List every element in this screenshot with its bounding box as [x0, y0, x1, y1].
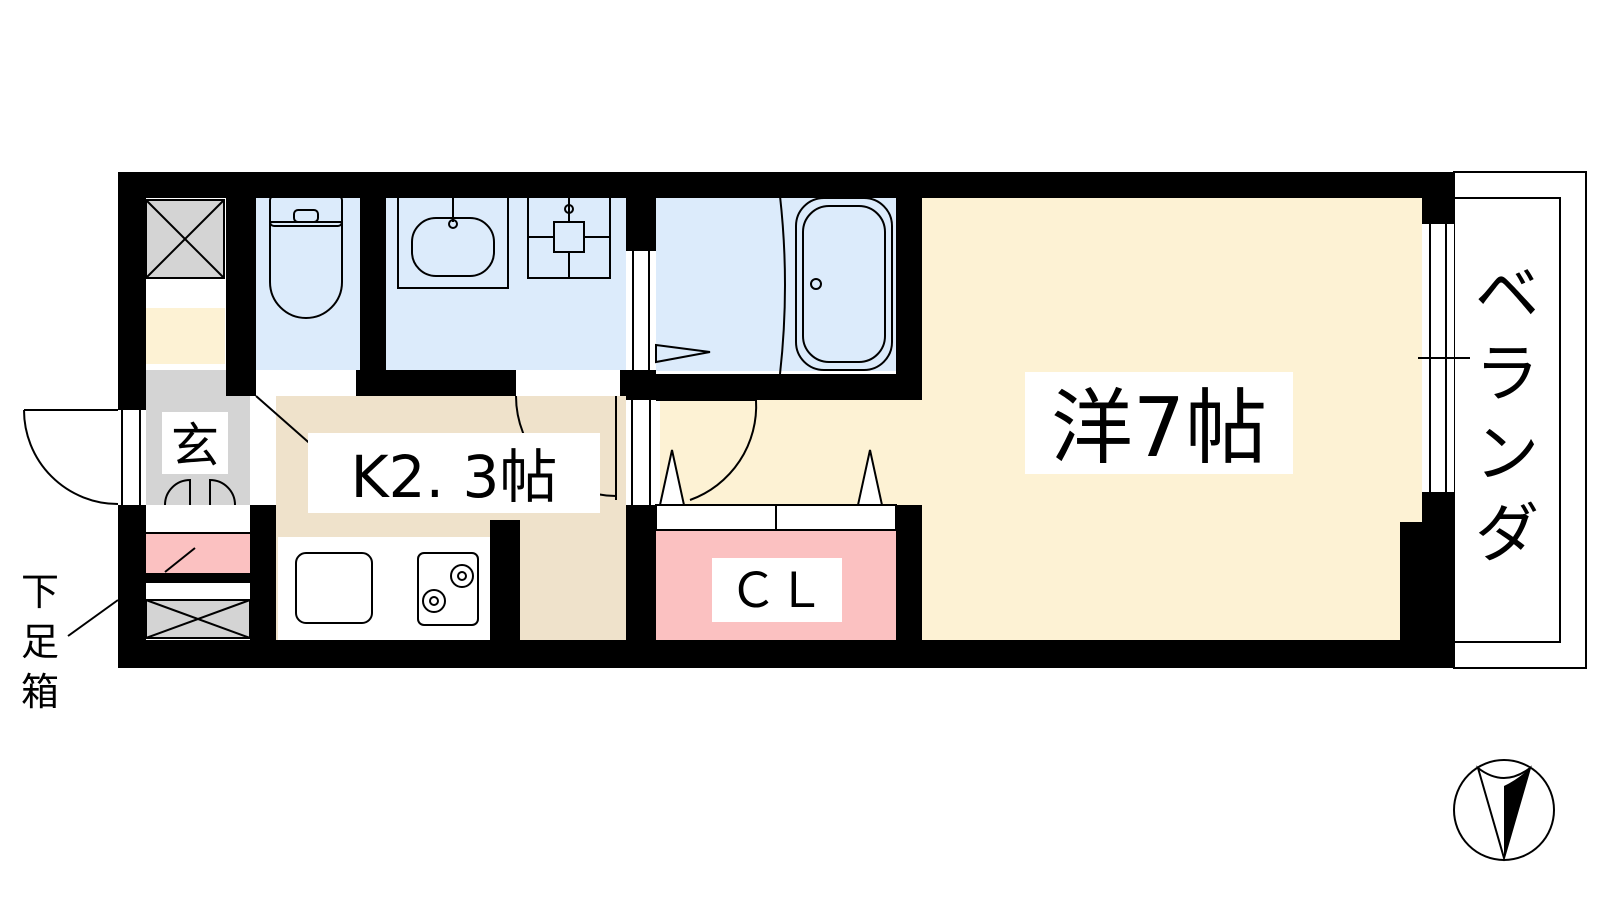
entrance-label: 玄: [171, 418, 219, 474]
entrance-label-bg: [162, 412, 228, 474]
balcony-window: [1418, 224, 1470, 492]
wall-closet-right: [896, 505, 922, 640]
wall-kitchen-step: [490, 520, 520, 640]
washing-machine-space: [527, 195, 611, 279]
toilet-fixture: [269, 195, 343, 319]
storage-box: [145, 308, 225, 364]
wall-top: [118, 172, 1454, 198]
bathroom: [656, 196, 896, 371]
closet-label-bg: [712, 558, 842, 622]
veranda-char: ベ: [1475, 258, 1539, 332]
shoe-box-char: 下: [21, 570, 59, 614]
western-room-label-bg: [1025, 372, 1293, 474]
bathtub: [655, 195, 893, 375]
veranda-char: ン: [1475, 418, 1539, 492]
closet-doors: [655, 449, 897, 531]
shoe-box-char: 箱: [21, 670, 59, 714]
veranda-char: ダ: [1475, 498, 1539, 572]
entrance-door: [23, 409, 146, 505]
compass-icon: [1453, 759, 1555, 862]
kitchen-label-bg: [308, 433, 600, 513]
wall-closet-left: [626, 505, 656, 640]
shoe-box: [145, 533, 250, 573]
shoe-box-char: 足: [21, 620, 59, 664]
gas-stove: [417, 552, 479, 626]
kitchen-label: K2. 3帖: [351, 443, 558, 511]
wall-left-upper: [118, 172, 146, 410]
wall-entrance-upper: [226, 196, 256, 396]
room-door: [626, 399, 758, 505]
storage-x-bottom: [145, 599, 251, 639]
washbasin: [397, 195, 509, 289]
wall-bath-right: [896, 196, 922, 400]
shoe-cabinet-doors: [146, 478, 250, 573]
wall-bottom: [118, 640, 1454, 668]
closet-label: ＣＬ: [729, 563, 825, 619]
wall-shoebox-divider: [118, 573, 276, 583]
wall-right-jog: [1400, 522, 1426, 640]
wall-wash-bath-lower: [626, 370, 656, 400]
storage-x-top: [145, 199, 225, 279]
bath-window: [626, 251, 656, 370]
kitchen-sink: [295, 552, 373, 624]
washroom: [386, 196, 626, 371]
wall-bath-bottom: [656, 374, 922, 400]
wall-wash-bath-upper: [626, 196, 656, 251]
wall-right-upper: [1422, 172, 1454, 224]
wall-right-lower: [1422, 492, 1454, 668]
western-room-label: 洋7帖: [1051, 381, 1267, 476]
wall-left-lower: [118, 505, 146, 668]
wall-toilet-wash: [360, 196, 386, 396]
veranda-char: ラ: [1475, 338, 1539, 412]
western-room-lower: [660, 400, 930, 510]
shoe-box-label: 下 足 箱: [21, 570, 119, 714]
veranda-label: ベ ラ ン ダ: [1475, 258, 1539, 572]
